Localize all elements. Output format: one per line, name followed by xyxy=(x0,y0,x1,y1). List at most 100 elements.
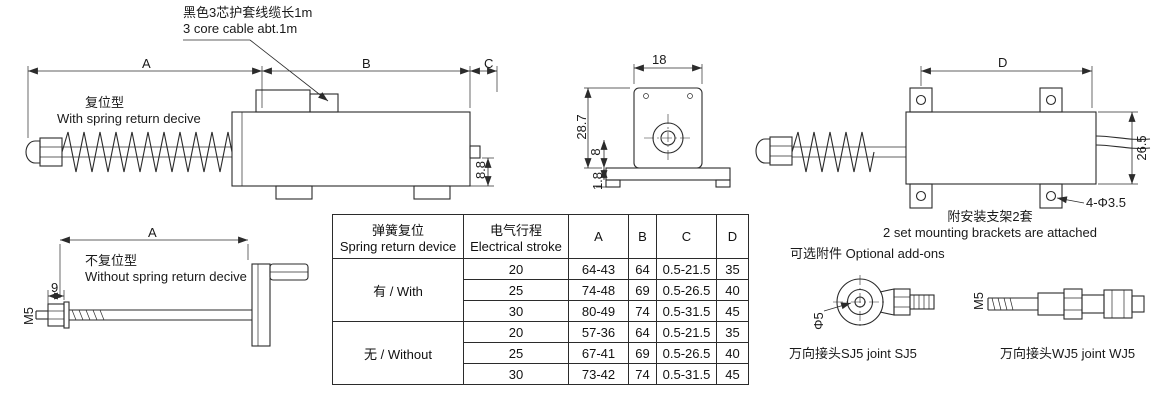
side-view-with-spring-drawing xyxy=(25,39,498,200)
cell-stroke: 25 xyxy=(463,279,569,301)
cell-a: 74-48 xyxy=(568,279,629,301)
table-row: 30 73-42 74 0.5-31.5 45 xyxy=(333,363,749,385)
cell-b: 64 xyxy=(628,258,657,280)
col-header-c: C xyxy=(656,214,717,259)
dim-label-phi5: Φ5 xyxy=(811,312,826,330)
mounting-hole xyxy=(1045,190,1057,202)
dim-label-m5-wj5: M5 xyxy=(971,291,986,311)
side-view-with-brackets-drawing xyxy=(755,66,1151,209)
cell-c: 0.5-26.5 xyxy=(656,279,717,301)
mounting-bracket-tab xyxy=(909,87,933,113)
brackets-note-en: 2 set mounting brackets are attached xyxy=(883,225,1097,241)
without-spring-label-cn: 不复位型 xyxy=(85,253,138,268)
cable-note-cn: 黑色3芯护套线缆长1m xyxy=(183,5,313,20)
cell-stroke: 30 xyxy=(463,363,569,385)
table-row: 30 80-49 74 0.5-31.5 45 xyxy=(333,300,749,322)
mounting-foot xyxy=(275,185,313,200)
table-header-row: 弹簧复位 Spring return device 电气行程 Electrica… xyxy=(332,214,749,259)
cell-b: 74 xyxy=(628,363,657,385)
side-view-without-spring-drawing xyxy=(35,236,309,347)
col-header-stroke: 电气行程 Electrical stroke xyxy=(463,214,569,259)
brackets-note: 附安装支架2套 2 set mounting brackets are atta… xyxy=(860,209,1120,242)
sensor-body xyxy=(905,111,1097,185)
shaft-tip xyxy=(25,140,41,164)
col-header-a: A xyxy=(568,214,629,259)
cell-a: 67-41 xyxy=(568,342,629,364)
cell-d: 45 xyxy=(716,300,749,322)
cable-note: 黑色3芯护套线缆长1m 3 core cable abt.1m xyxy=(183,5,312,38)
sensor-body xyxy=(231,111,471,187)
cell-stroke: 20 xyxy=(463,258,569,280)
cell-c: 0.5-26.5 xyxy=(656,342,717,364)
cell-a: 73-42 xyxy=(568,363,629,385)
col-header-d: D xyxy=(716,214,749,259)
dim-label-28-7: 28.7 xyxy=(574,114,589,140)
col-header-stroke-en: Electrical stroke xyxy=(470,238,562,254)
cell-d: 35 xyxy=(716,258,749,280)
hex-nut xyxy=(47,303,65,327)
dim-label-d-top: D xyxy=(998,55,1008,70)
cell-a: 80-49 xyxy=(568,300,629,322)
dim-label-a-bottom: A xyxy=(148,225,157,240)
joint-wj5-label: 万向接头WJ5 joint WJ5 xyxy=(1000,346,1136,361)
cell-d: 45 xyxy=(716,363,749,385)
col-header-stroke-cn: 电气行程 xyxy=(489,222,542,238)
with-spring-label: 复位型 With spring return decive xyxy=(57,95,201,128)
joint-wj5-drawing xyxy=(987,288,1145,320)
mounting-hole xyxy=(1045,94,1057,106)
cell-a: 57-36 xyxy=(568,321,629,343)
mounting-hole xyxy=(915,94,927,106)
cable-note-en: 3 core cable abt.1m xyxy=(183,21,298,37)
without-spring-label-en: Without spring return decive xyxy=(85,269,247,285)
joint-sj5-label: 万向接头SJ5 joint SJ5 xyxy=(789,346,917,361)
dim-label-9: 9 xyxy=(51,280,59,295)
dim-label-b-top: B xyxy=(362,56,371,71)
cell-a: 64-43 xyxy=(568,258,629,280)
cell-b: 74 xyxy=(628,300,657,322)
without-spring-label: 不复位型 Without spring return decive xyxy=(85,253,247,286)
dim-label-m5-rod: M5 xyxy=(21,306,36,326)
with-spring-label-cn: 复位型 xyxy=(85,95,125,110)
cell-c: 0.5-31.5 xyxy=(656,363,717,385)
bracket-plate xyxy=(605,167,731,181)
cell-stroke: 20 xyxy=(463,321,569,343)
col-header-b: B xyxy=(628,214,657,259)
mounting-hole xyxy=(915,190,927,202)
cell-b: 69 xyxy=(628,279,657,301)
group-label-with: 有 / With xyxy=(332,258,464,322)
col-header-spring-return: 弹簧复位 Spring return device xyxy=(332,214,464,259)
spec-table: 弹簧复位 Spring return device 电气行程 Electrica… xyxy=(332,214,749,385)
cell-b: 69 xyxy=(628,342,657,364)
cable-line xyxy=(1095,135,1151,140)
cell-stroke: 30 xyxy=(463,300,569,322)
mounting-bracket-tab xyxy=(1039,183,1063,209)
mounting-bracket-tab xyxy=(1039,87,1063,113)
cable-gland xyxy=(255,89,311,113)
dim-label-18: 18 xyxy=(652,52,667,67)
mounting-bracket-tab xyxy=(909,183,933,209)
end-bracket xyxy=(251,263,271,347)
return-spring xyxy=(61,131,233,173)
col-header-spring-return-en: Spring return device xyxy=(339,238,457,254)
cell-c: 0.5-21.5 xyxy=(656,258,717,280)
cell-b: 64 xyxy=(628,321,657,343)
mounting-foot xyxy=(413,185,451,200)
cell-c: 0.5-31.5 xyxy=(656,300,717,322)
cell-d: 40 xyxy=(716,342,749,364)
table-row: 无 / Without 20 57-36 64 0.5-21.5 35 xyxy=(332,321,749,385)
group-label-without: 无 / Without xyxy=(332,321,464,385)
return-spring xyxy=(791,131,875,173)
cell-c: 0.5-21.5 xyxy=(656,321,717,343)
cell-stroke: 25 xyxy=(463,342,569,364)
dim-label-4-phi3-5: 4-Φ3.5 xyxy=(1086,195,1127,210)
front-view-drawing xyxy=(584,64,731,188)
hex-nut xyxy=(1063,288,1083,320)
dim-label-1-8: 1.8 xyxy=(590,171,605,191)
dim-label-8-8: 8.8 xyxy=(473,160,488,180)
joint-sj5-drawing xyxy=(823,275,935,329)
table-row: 有 / With 20 64-43 64 0.5-21.5 35 xyxy=(332,258,749,322)
dim-label-26-5: 26.5 xyxy=(1134,135,1149,161)
cell-d: 40 xyxy=(716,279,749,301)
